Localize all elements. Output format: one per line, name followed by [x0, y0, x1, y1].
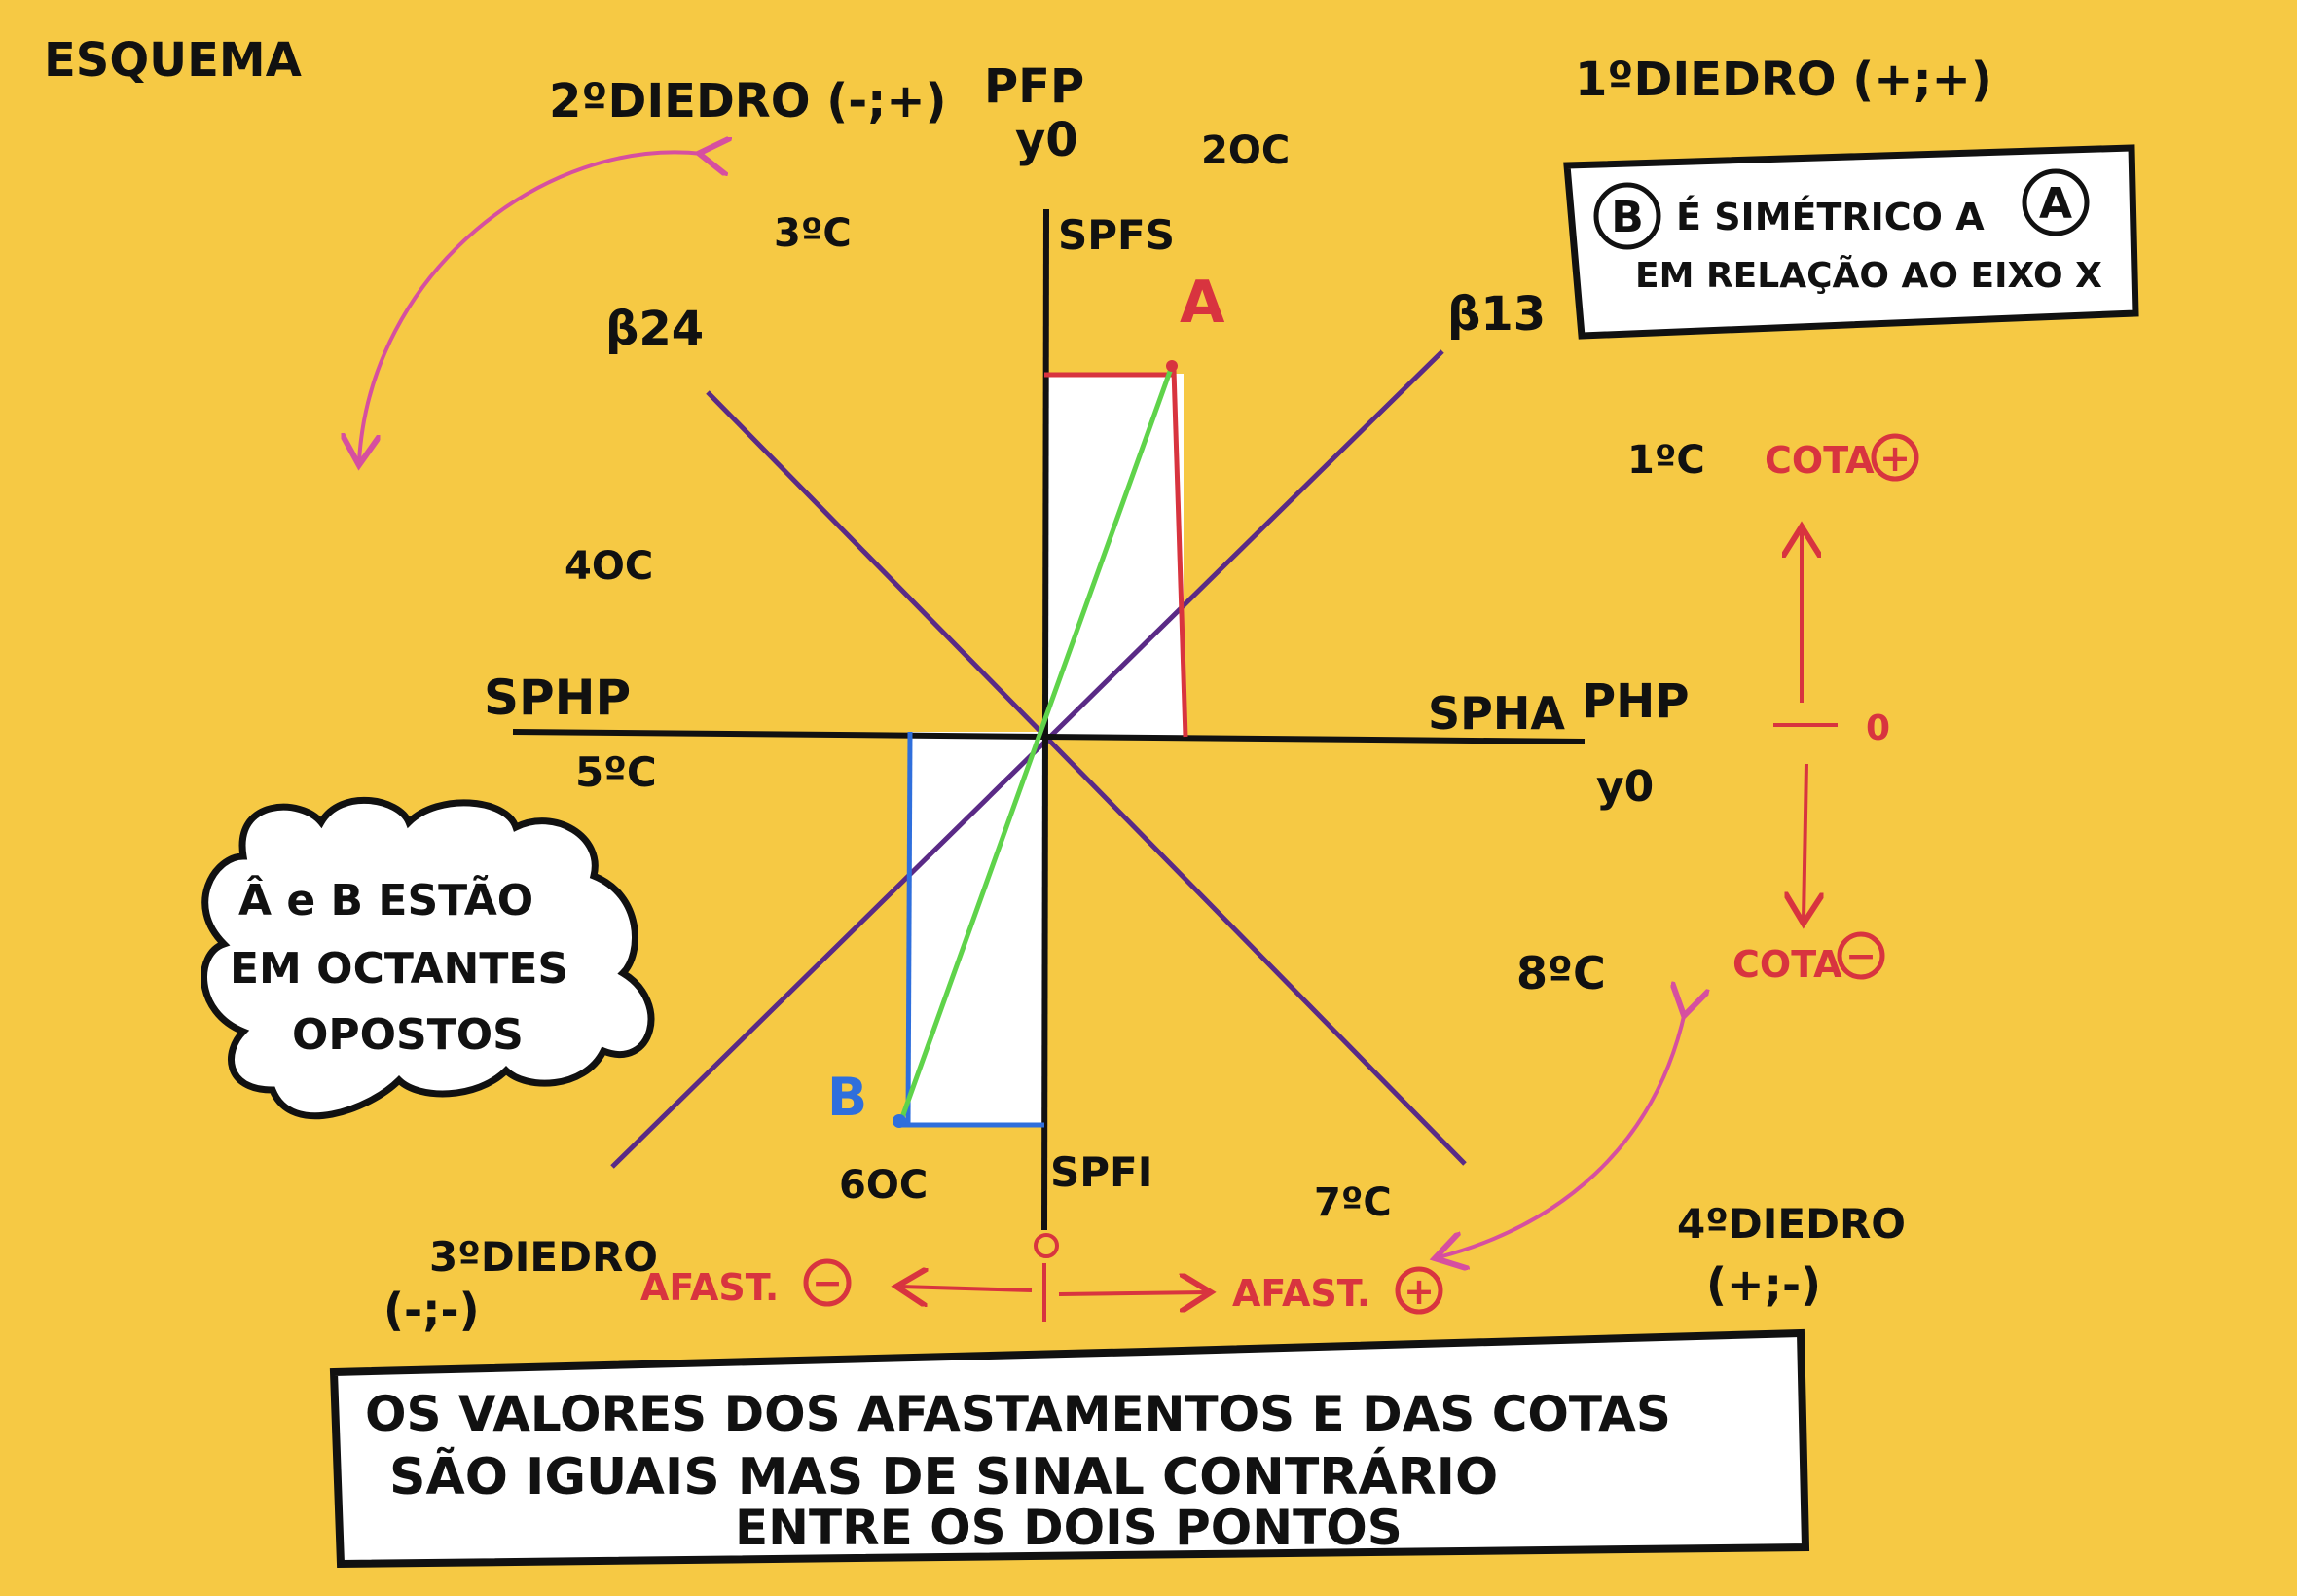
b13-label: β13: [1447, 287, 1546, 342]
afast-left-arrow: [900, 1287, 1033, 1290]
pfp-label: PFP: [984, 59, 1084, 114]
afast-plus-label: AFAST.: [1232, 1272, 1370, 1315]
page-title: ESQUEMA: [44, 33, 302, 88]
cota-down-arrow: [1804, 763, 1806, 920]
cota-plus-sign: +: [1879, 437, 1911, 480]
cota-plus-label: COTA: [1765, 439, 1875, 482]
minus-circle-icon: [1837, 931, 1885, 980]
octant-2-label: 2OC: [1201, 128, 1290, 173]
bottom-note-box: OS VALORES DOS AFASTAMENTOS E DAS COTAS …: [329, 1328, 1810, 1569]
afast-minus-circle-icon: [803, 1258, 852, 1307]
plus-circle-icon: [1871, 433, 1919, 482]
cloud-note: Â e B ESTÃO EM OCTANTES OPOSTOS: [201, 797, 655, 1120]
dihedron-4-signs: (+;-): [1706, 1258, 1821, 1311]
octant-8-label: 8ºC: [1516, 947, 1606, 999]
afast-right-arrow: [1058, 1292, 1207, 1294]
octant-1-label: 1ºC: [1627, 438, 1705, 483]
cloud-note-line3: OPOSTOS: [292, 1010, 524, 1060]
cloud-note-line2: EM OCTANTES: [230, 944, 568, 994]
spha-label: SPHA: [1428, 687, 1565, 740]
symmetry-note-box: B É SIMÉTRICO A A EM RELAÇÃO AO EIXO X: [1563, 144, 2139, 340]
php-label: PHP: [1582, 674, 1690, 729]
cota-minus-label: COTA: [1732, 943, 1842, 986]
bottom-note-line3: ENTRE OS DOIS PONTOS: [735, 1500, 1403, 1556]
symmetry-note-b: B: [1611, 193, 1644, 242]
dihedron-2-label: 2ºDIEDRO (-;+): [549, 74, 947, 128]
dihedron-3-signs: (-;-): [383, 1284, 480, 1336]
bottom-note-line1: OS VALORES DOS AFASTAMENTOS E DAS COTAS: [365, 1386, 1671, 1442]
arc-arrow-bottom-right: [1439, 1012, 1685, 1257]
point-b-dot: [893, 1114, 906, 1128]
bisector-b24-line: [706, 390, 1467, 1166]
symmetry-note-line2: EM RELAÇÃO AO EIXO X: [1635, 255, 2102, 296]
point-a-afast-line: [1171, 369, 1188, 738]
afast-minus-sign: −: [812, 1261, 843, 1304]
symmetry-note-a: A: [2039, 179, 2072, 229]
point-a-projection-rect: [1044, 374, 1184, 737]
a-circle-icon: [2022, 168, 2090, 236]
octant-7-label: 7ºC: [1314, 1180, 1392, 1225]
php-axis-label: y0: [1596, 762, 1654, 812]
b-circle-icon: [1593, 182, 1661, 250]
afast-plus-circle-icon: [1395, 1266, 1443, 1315]
afast-minus-label: AFAST.: [640, 1266, 779, 1309]
point-b-afast-line: [905, 731, 913, 1125]
dihedron-4-name: 4ºDIEDRO: [1677, 1200, 1906, 1248]
cota-minus-sign: −: [1845, 934, 1877, 977]
octant-6-label: 6OC: [839, 1163, 928, 1208]
bottom-note-line2: SÃO IGUAIS MAS DE SINAL CONTRÁRIO: [389, 1447, 1498, 1506]
dihedron-1-label: 1ºDIEDRO (+;+): [1575, 53, 1992, 107]
dihedron-3-name: 3ºDIEDRO: [429, 1233, 658, 1281]
spfs-label: SPFS: [1058, 211, 1175, 259]
b24-label: β24: [605, 302, 704, 356]
point-b-label: B: [827, 1067, 867, 1128]
sphp-label: SPHP: [484, 670, 631, 726]
point-a-dot: [1166, 360, 1178, 372]
octant-5-label: 5ºC: [575, 748, 657, 796]
bisector-b13-line: [610, 349, 1444, 1169]
afast-plus-sign: +: [1404, 1270, 1435, 1313]
horizontal-axis: [512, 729, 1586, 744]
symmetry-note-line1: É SIMÉTRICO A: [1676, 196, 1985, 238]
pfp-axis-label: y0: [1015, 113, 1078, 167]
point-b-projection-rect: [908, 732, 1044, 1125]
spfi-label: SPFI: [1050, 1148, 1152, 1196]
arc-arrow-top-left: [359, 152, 703, 461]
point-a-label: A: [1180, 269, 1225, 337]
cloud-note-line1: Â e B ESTÃO: [238, 874, 533, 925]
cota-zero-label: 0: [1866, 708, 1890, 748]
afast-zero-circle: [1034, 1233, 1059, 1258]
projection-line-ab: [898, 365, 1175, 1121]
octant-3-label: 3ºC: [774, 211, 852, 256]
octant-4-label: 4OC: [565, 544, 653, 589]
